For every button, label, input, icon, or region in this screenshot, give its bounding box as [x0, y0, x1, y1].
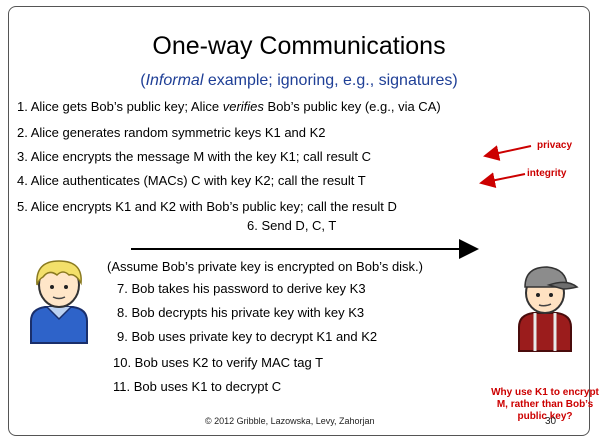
bob-step-8: 8. Bob decrypts his private key with key…	[117, 305, 365, 320]
step-4: 4. Alice authenticates (MACs) C with key…	[17, 173, 366, 188]
annotation-arrows	[131, 145, 532, 259]
step-5: 5. Alice encrypts K1 and K2 with Bob’s p…	[17, 199, 397, 214]
step-3: 3. Alice encrypts the message M with the…	[17, 149, 372, 164]
assume-note: (Assume Bob’s private key is encrypted o…	[107, 259, 423, 274]
slide-title: One-way Communications	[152, 32, 446, 60]
privacy-annotation: privacy	[537, 140, 573, 151]
bob-step-10: 10. Bob uses K2 to verify MAC tag T	[113, 355, 324, 370]
privacy-arrow	[483, 145, 532, 161]
bob-avatar-icon	[518, 266, 579, 352]
step-2: 2. Alice generates random symmetric keys…	[17, 125, 326, 140]
bob-step-7: 7. Bob takes his password to derive key …	[117, 281, 366, 296]
send-step: 6. Send D, C, T	[247, 218, 337, 233]
slide-subtitle: (Informal example; ignoring, e.g., signa…	[140, 72, 458, 89]
step-1: 1. Alice gets Bob’s public key; Alice ve…	[17, 99, 441, 114]
page-number: 30	[545, 416, 557, 427]
slide: One-way Communications (Informal example…	[8, 6, 599, 436]
bob-step-11: 11. Bob uses K1 to decrypt C	[113, 379, 282, 394]
bob-step-9: 9. Bob uses private key to decrypt K1 an…	[117, 329, 378, 344]
integrity-arrow	[479, 172, 526, 189]
footer-credits: © 2012 Gribble, Lazowska, Levy, Zahorjan	[205, 416, 375, 426]
question-note: Why use K1 to encrypt M, rather than Bob…	[491, 387, 599, 422]
integrity-annotation: integrity	[527, 168, 567, 179]
alice-avatar-icon	[30, 260, 88, 344]
